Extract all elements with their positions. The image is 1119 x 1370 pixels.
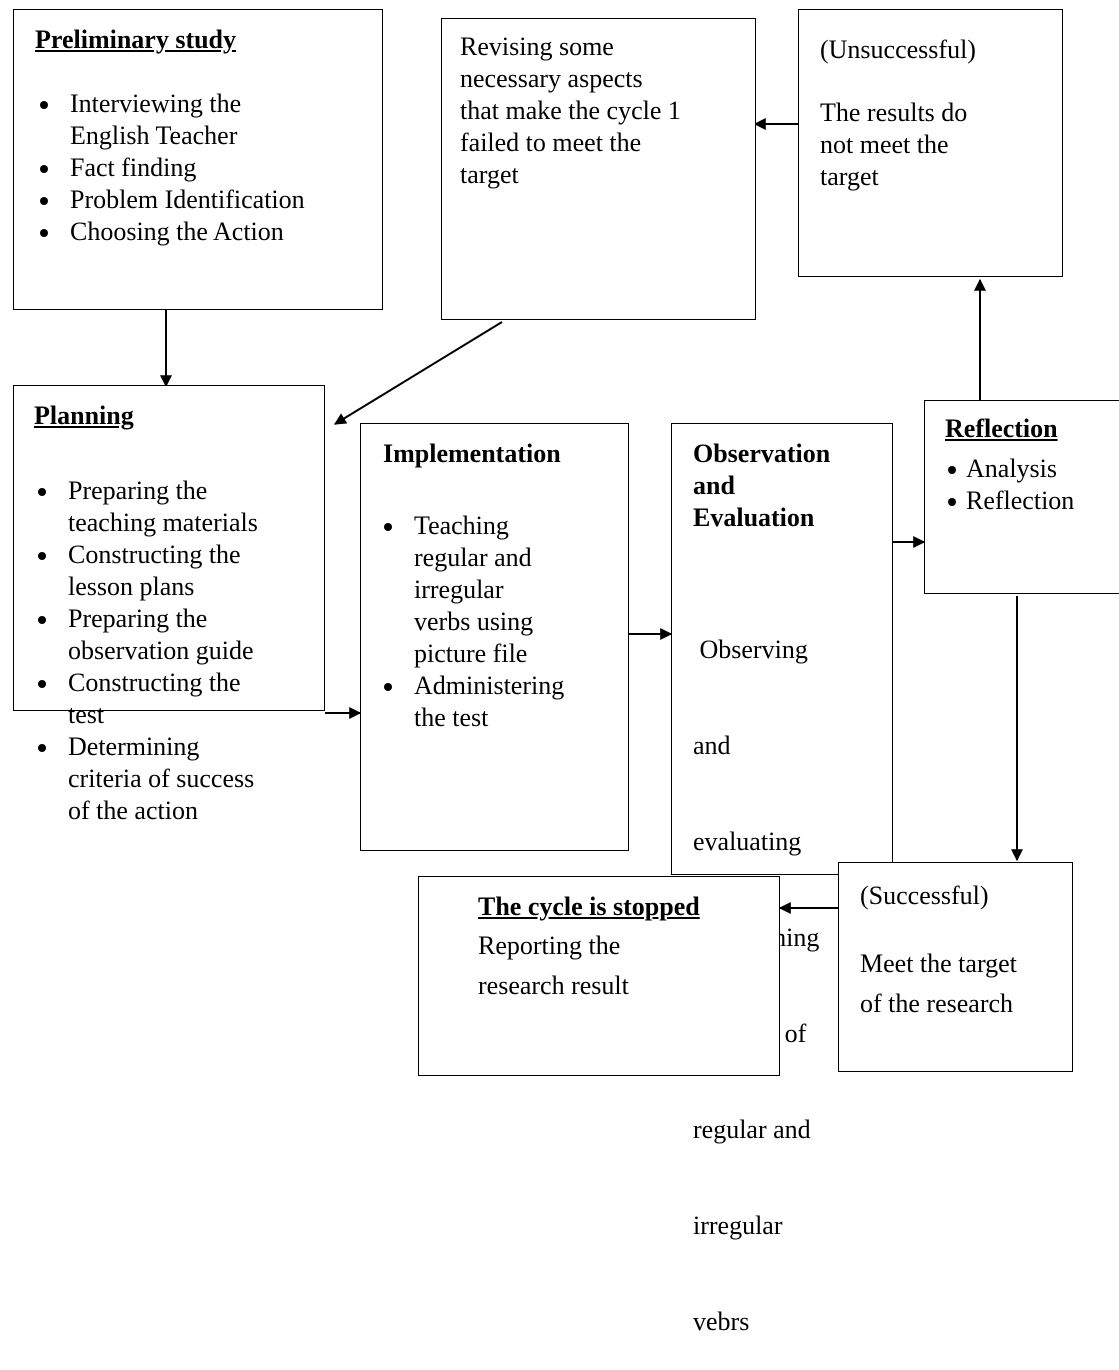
revising-text: Revising some necessary aspects that mak… xyxy=(460,32,681,189)
successful-text: Meet the target of the research xyxy=(860,949,1017,1018)
reflection-title: Reflection xyxy=(945,414,1058,443)
list-item: Problem Identification xyxy=(36,184,305,216)
implementation-title: Implementation xyxy=(383,439,561,468)
reflection-box xyxy=(924,400,1119,594)
successful-box xyxy=(838,862,1073,1072)
arrow-revising-to-planning xyxy=(333,321,503,425)
list-item: Choosing the Action xyxy=(36,216,305,248)
list-item: Fact finding xyxy=(36,152,305,184)
implementation-box xyxy=(360,423,629,851)
unsuccessful-text: The results do not meet the target xyxy=(820,98,968,191)
unsuccessful-box xyxy=(798,9,1063,277)
cycle-stopped-text: Reporting the research result xyxy=(478,931,629,1000)
revising-box xyxy=(441,18,756,320)
planning-title: Planning xyxy=(34,401,134,430)
successful-label: (Successful) xyxy=(860,881,989,910)
observation-title: Observation and Evaluation xyxy=(693,439,831,532)
planning-box xyxy=(13,385,325,711)
preliminary-study-title: Preliminary study xyxy=(35,25,237,54)
cycle-stopped-title: The cycle is stopped xyxy=(478,892,700,921)
list-item: Analysis xyxy=(944,453,1074,485)
unsuccessful-label: (Unsuccessful) xyxy=(820,35,976,64)
cycle-stopped-box xyxy=(418,876,780,1076)
reflection-list: Analysis Reflection xyxy=(944,453,1074,517)
preliminary-study-box xyxy=(13,9,383,310)
list-item: Reflection xyxy=(944,485,1074,517)
observation-box xyxy=(671,423,893,875)
